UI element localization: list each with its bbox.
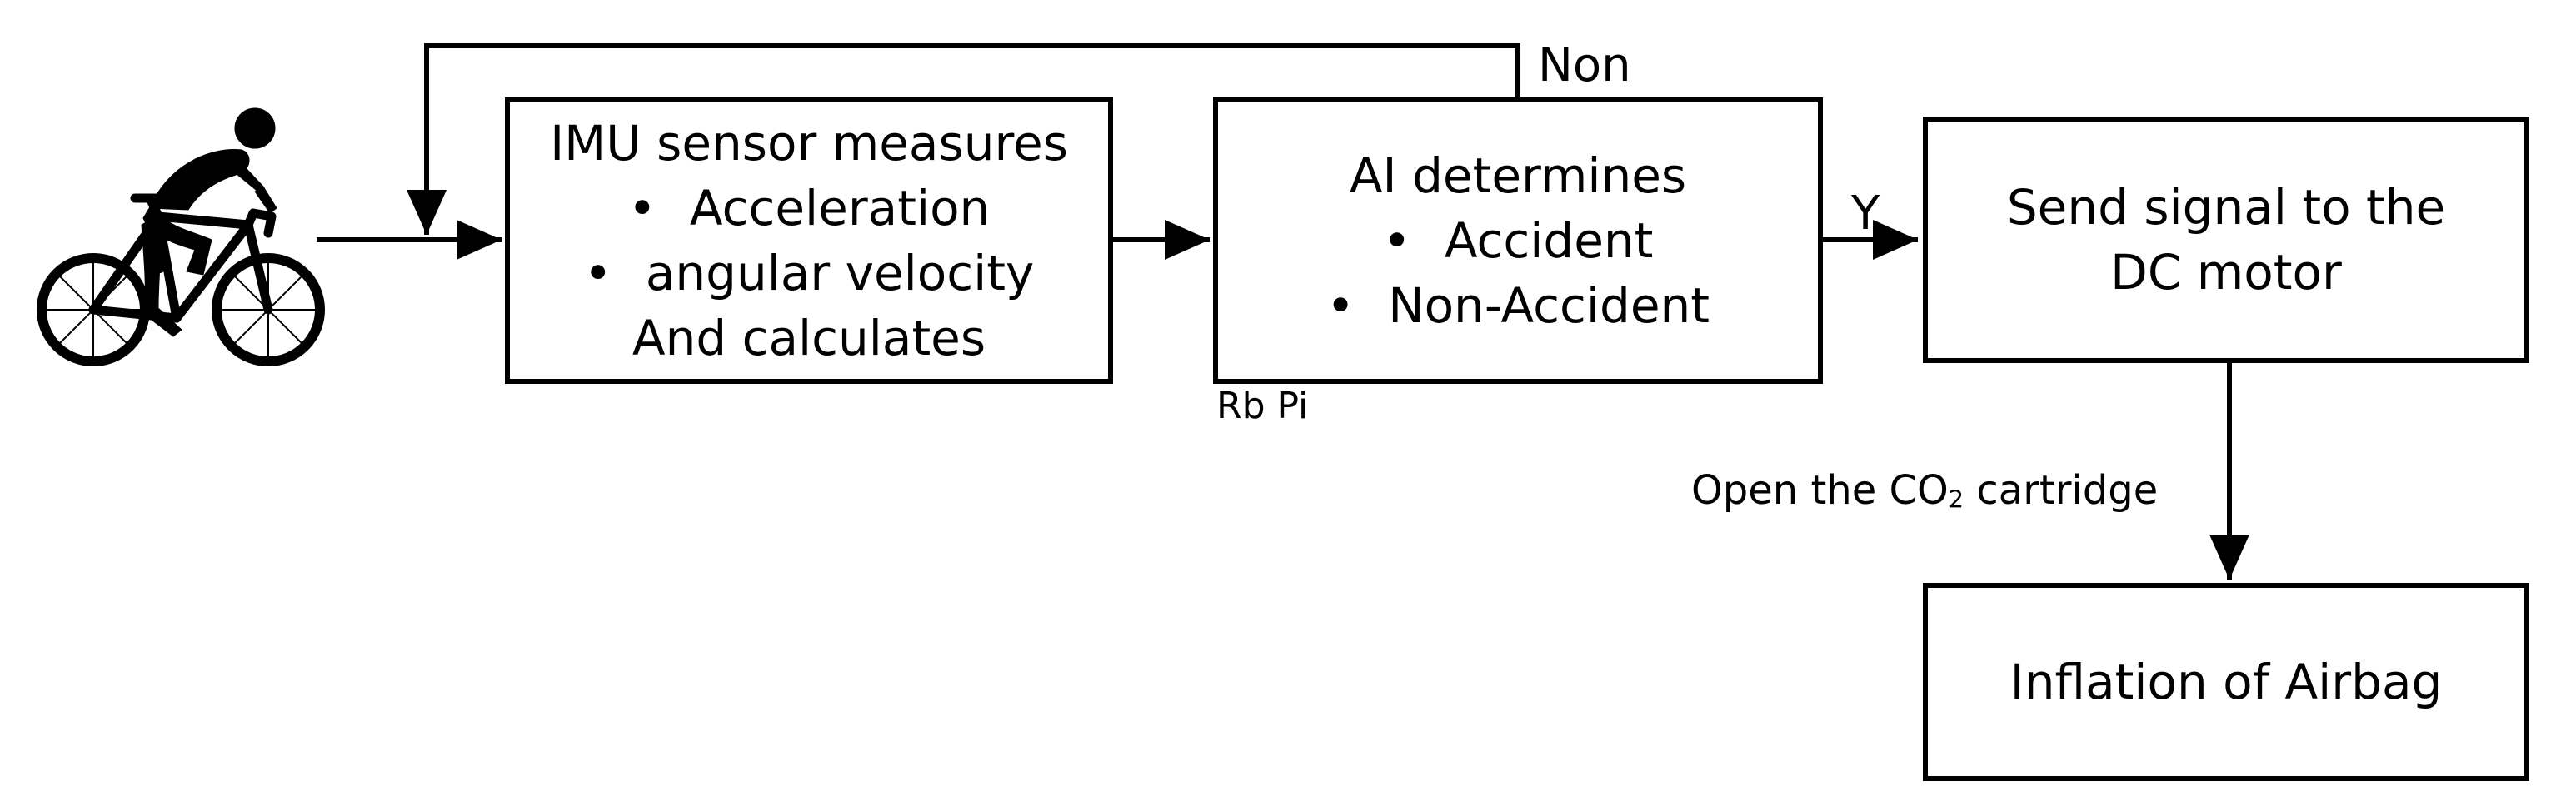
edge-label-cartridge: Open the CO2 cartridge	[1691, 465, 2158, 525]
ai-box-title: AI determines	[1349, 147, 1687, 204]
ai-item-accident: Accident	[1383, 208, 1654, 273]
dc-motor-box: Send signal to the DC motor	[1923, 117, 2529, 363]
imu-item-angular-velocity: angular velocity	[584, 241, 1035, 306]
ai-box-caption: Rb Pi	[1216, 385, 1309, 427]
motor-line-2: DC motor	[2110, 244, 2342, 301]
imu-box-footer: And calculates	[632, 310, 986, 366]
edge-non-loop	[407, 43, 1520, 235]
ai-item-non-accident: Non-Accident	[1326, 273, 1710, 338]
airbag-line-1: Inflation of Airbag	[2009, 654, 2443, 710]
cartridge-label-post: cartridge	[1964, 467, 2159, 514]
ai-determines-box: AI determines Accident Non-Accident	[1213, 97, 1823, 384]
cartridge-label-subscript: 2	[1948, 485, 1964, 514]
imu-item-acceleration: Acceleration	[628, 176, 990, 241]
motor-line-1: Send signal to the	[2006, 179, 2446, 236]
imu-box-title: IMU sensor measures	[550, 115, 1068, 172]
imu-sensor-box: IMU sensor measures Acceleration angular…	[505, 97, 1113, 384]
cyclist-icon	[37, 107, 325, 366]
edge-label-y: Y	[1851, 187, 1880, 241]
edge-label-non: Non	[1538, 38, 1631, 92]
cartridge-label-pre: Open the CO	[1691, 467, 1949, 514]
airbag-box: Inflation of Airbag	[1923, 583, 2529, 781]
